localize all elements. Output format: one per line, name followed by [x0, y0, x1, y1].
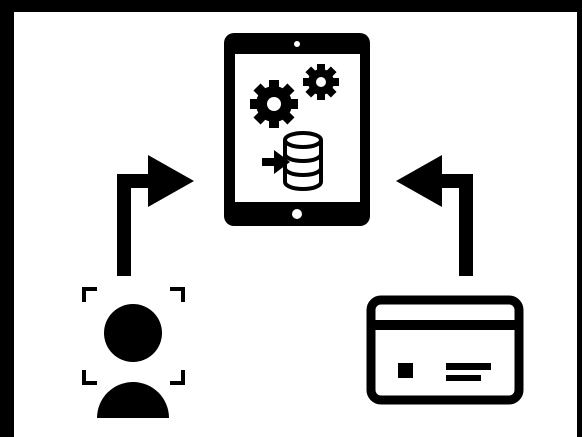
- scan-frame-icon: [82, 287, 185, 385]
- face-scan-user-icon: [82, 287, 185, 418]
- gears-icon: [250, 64, 339, 128]
- import-arrow-icon: [262, 150, 290, 174]
- small-gear-icon: [303, 64, 339, 100]
- large-gear-icon: [250, 80, 298, 128]
- arrow-left-to-tablet-icon: [117, 155, 194, 276]
- database-import-icon: [262, 131, 323, 191]
- id-card-icon: [366, 295, 524, 405]
- tablet-icon: [224, 33, 370, 226]
- database-icon: [283, 131, 323, 191]
- arrow-right-to-tablet-icon: [396, 155, 473, 276]
- user-silhouette-icon: [97, 304, 169, 418]
